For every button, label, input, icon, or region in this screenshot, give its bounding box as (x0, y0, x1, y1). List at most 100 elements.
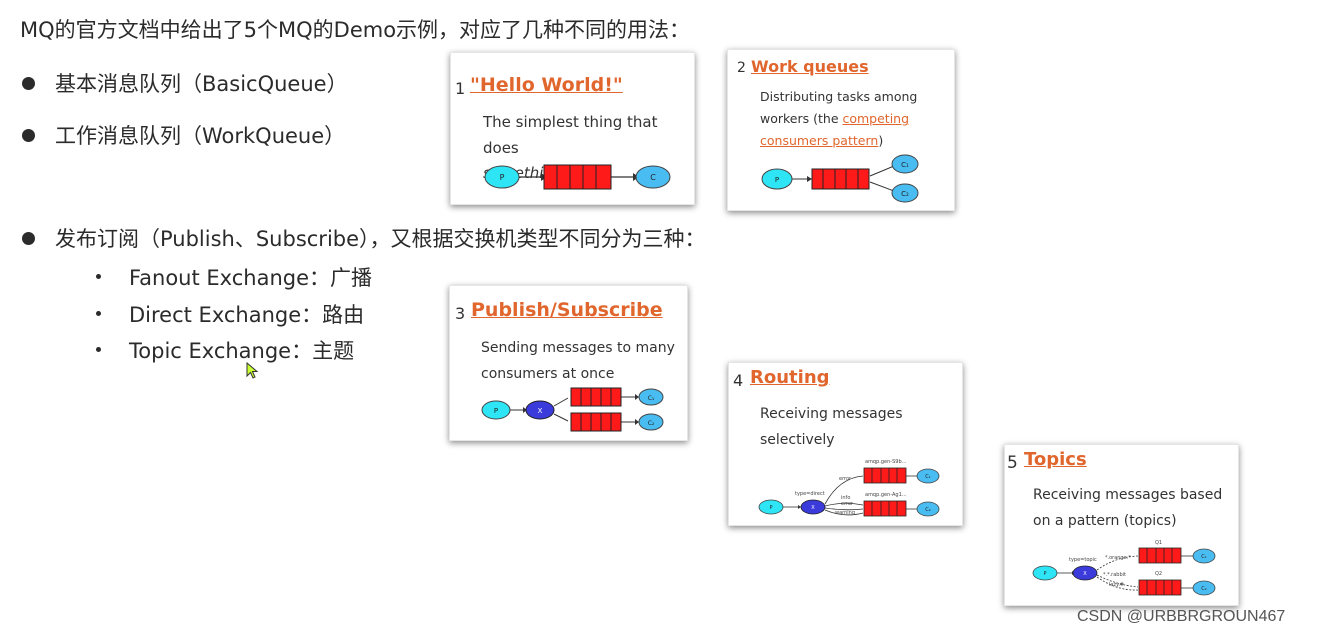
binding-key-label: lazy.# (1109, 582, 1124, 588)
consumer-1-label: C₁ (901, 161, 909, 169)
card-number: 3 (455, 304, 466, 323)
producer-node (1032, 565, 1058, 581)
bullet-dot-icon (22, 76, 35, 90)
exchange-node (800, 499, 826, 515)
consumer-2-label: C₂ (901, 190, 909, 198)
producer-node (761, 168, 793, 190)
queue-box (1138, 579, 1182, 596)
hello-world-diagram: P C (484, 164, 671, 190)
csdn-watermark: CSDN @URBBRGROUN467 (1077, 608, 1286, 625)
card-number: 1 (455, 79, 466, 98)
queue-name-label: amqp.gen-S9b... (865, 459, 907, 465)
producer-label: P (1043, 571, 1046, 577)
arrow-head-icon (523, 407, 527, 413)
competing-consumers-link[interactable]: competing (842, 111, 910, 126)
arrow-head-icon (635, 394, 639, 400)
binding-key-label: error (841, 501, 854, 507)
sub-bullet-fanout: Fanout Exchange：广播 (96, 262, 372, 292)
card-routing: 4 Routing Receiving messages selectively… (728, 362, 963, 526)
desc-line: Receiving messages based (1033, 487, 1223, 503)
queue-name-label: Q1 (1155, 540, 1162, 546)
consumer-1-node (891, 154, 919, 174)
desc-line: workers (the competing (760, 108, 917, 130)
card-description: Distributing tasks among workers (the co… (760, 86, 917, 152)
producer-label: P (769, 505, 772, 511)
desc-line: consumers at once (481, 366, 615, 382)
consumers-pattern-link[interactable]: consumers pattern (760, 133, 879, 148)
card-title-link[interactable]: Work queues (751, 57, 869, 76)
card-number: 4 (733, 371, 744, 390)
producer-label: P (500, 173, 505, 182)
queue-box (863, 500, 907, 517)
arrow-head-icon (807, 176, 812, 182)
sub-bullet-topic: Topic Exchange：主题 (96, 335, 354, 365)
card-number: 2 (737, 60, 746, 76)
queue-box (570, 412, 622, 432)
card-title-link[interactable]: Publish/Subscribe (471, 299, 663, 321)
sub-bullet-direct: Direct Exchange：路由 (96, 299, 364, 329)
exchange-type-label: type=direct (795, 491, 825, 497)
consumer-2-label: C₂ (648, 420, 655, 427)
desc-line: Sending messages to many (481, 340, 675, 356)
consumer-2-label: C₂ (925, 507, 931, 513)
bullet-text: 发布订阅（Publish、Subscribe），又根据交换机类型不同分为三种： (55, 227, 706, 251)
exchange-label: X (811, 505, 815, 511)
binding-key-label: info (841, 495, 850, 501)
producer-label: P (775, 176, 779, 184)
producer-node (484, 165, 520, 189)
queue-box (543, 164, 612, 190)
exchange-label: X (1083, 571, 1087, 577)
arrow-head-icon (635, 419, 639, 425)
queue-box (570, 387, 622, 407)
desc-line: selectively (760, 432, 835, 448)
desc-text: ) (878, 133, 884, 148)
card-title-link[interactable]: Topics (1024, 449, 1087, 470)
exchange-node (1072, 565, 1098, 581)
binding-key-label: warning (835, 510, 855, 516)
consumer-1-label: C₁ (1201, 554, 1207, 560)
queue-box (811, 168, 870, 190)
card-title-link[interactable]: Routing (750, 367, 830, 388)
consumer-node (635, 165, 671, 189)
sub-bullet-dot-icon (96, 273, 101, 279)
bullet-dot-icon (22, 128, 35, 142)
card-number: 5 (1007, 453, 1018, 473)
bullet-basic-queue: 基本消息队列（BasicQueue） (22, 68, 348, 98)
consumer-1-label: C₁ (925, 474, 931, 480)
binding-key-label: error (839, 476, 852, 482)
sub-bullet-text: Fanout Exchange：广播 (129, 266, 373, 290)
card-hello-world: 1 "Hello World!" The simplest thing that… (450, 52, 695, 205)
consumer-2-node (916, 501, 940, 517)
page-heading: MQ的官方文档中给出了5个MQ的Demo示例，对应了几种不同的用法： (20, 18, 691, 42)
mouse-cursor-icon (246, 362, 259, 379)
consumer-1-node (916, 468, 940, 484)
queue-box (1138, 547, 1182, 564)
binding-key-label: *.*.rabbit (1103, 572, 1126, 578)
consumer-1-node (638, 388, 664, 406)
card-title-link[interactable]: "Hello World!" (470, 74, 623, 96)
consumer-2-node (1192, 580, 1216, 596)
exchange-node (525, 400, 555, 420)
bullet-dot-icon (22, 231, 35, 245)
card-topics: 5 Topics Receiving messages based on a p… (1004, 444, 1239, 606)
consumer-2-node (638, 413, 664, 431)
producer-node (758, 499, 784, 515)
desc-line: on a pattern (topics) (1033, 513, 1177, 529)
bullet-publish-subscribe: 发布订阅（Publish、Subscribe），又根据交换机类型不同分为三种： (22, 223, 706, 253)
publish-subscribe-diagram: P X C₁ C₂ (481, 387, 664, 432)
card-description: Receiving messages based on a pattern (t… (1033, 482, 1222, 534)
work-queues-diagram: P C₁ C₂ (761, 154, 919, 203)
consumer-1-node (1192, 548, 1216, 564)
sub-bullet-text: Direct Exchange：路由 (129, 303, 365, 327)
exchange-label: X (538, 407, 543, 415)
producer-node (481, 400, 511, 420)
routing-diagram: P X type=direct error info error warning… (758, 459, 940, 517)
card-work-queues: 2 Work queues Distributing tasks among w… (727, 49, 955, 211)
desc-line: consumers pattern) (760, 130, 917, 152)
binding-key-label: *.orange.* (1105, 555, 1131, 561)
bullet-text: 工作消息队列（WorkQueue） (55, 124, 346, 148)
queue-name-label: Q2 (1155, 571, 1162, 577)
topics-diagram: P X type=topic *.orange.* *.*.rabbit laz… (1032, 540, 1216, 596)
consumer-2-node (891, 183, 919, 203)
card-publish-subscribe: 3 Publish/Subscribe Sending messages to … (449, 285, 688, 441)
